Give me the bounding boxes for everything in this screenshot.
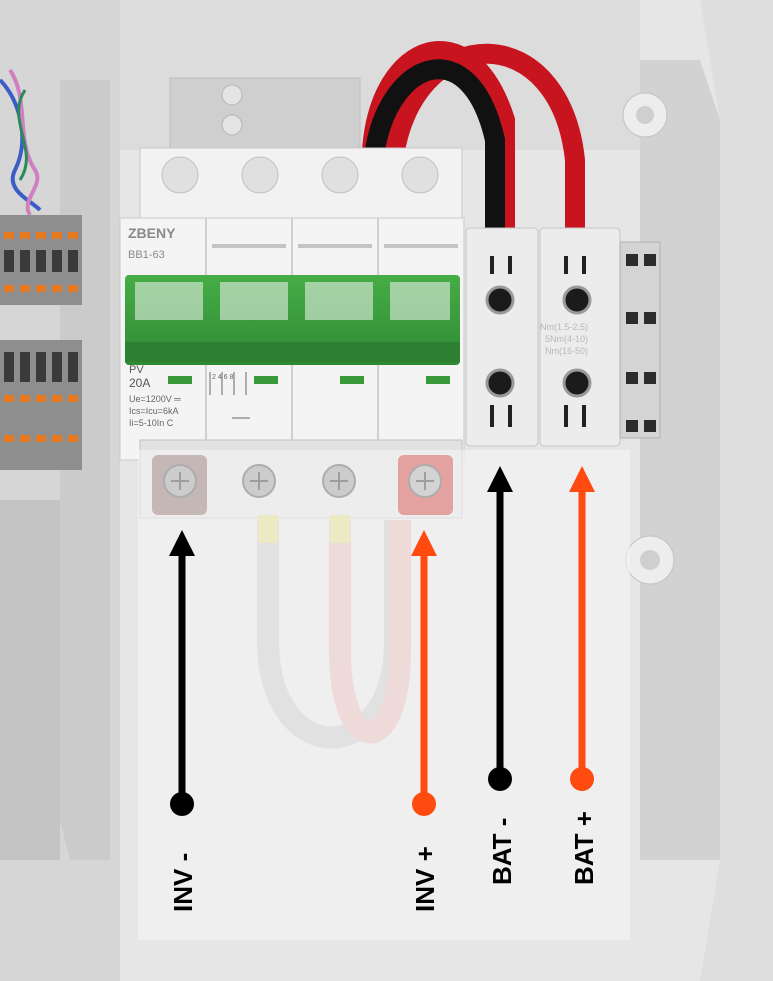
right-rail [640,60,720,860]
torque-spec-1: Nm(1.5-2.5) [540,322,588,332]
inv-minus-arrow [169,530,195,816]
indicator-window [426,376,450,384]
mounting-bracket [169,77,361,149]
terminal-slots [4,250,78,382]
bat-minus-label: BAT - [487,818,517,885]
terminal-levers [4,232,78,442]
bat-minus-terminal-block [465,227,539,447]
bracket-hole [221,114,243,136]
enclosure-right-wall [700,0,773,981]
inv-plus-arrow [411,530,437,816]
voltage-label: Ue=1200V ═ [129,394,181,404]
bat-plus-terminal-block [539,227,621,447]
screw-hole [636,106,654,124]
terminal-screw[interactable] [485,368,515,398]
brand-logo: ZBENY [128,225,176,241]
bracket-hole [221,84,243,106]
signal-wire [0,78,42,212]
right-terminal-slots [626,254,656,432]
indicator-window [340,376,364,384]
torque-spec-2: 5Nm(4-10) [545,334,588,344]
bat-minus-arrow [487,466,513,791]
inv-minus-label: INV - [168,853,198,912]
inv-plus-label: INV + [410,846,440,912]
rating-label: 20A [129,376,150,390]
indicator-window [168,376,192,384]
left-panel [0,500,60,860]
bat-plus-label: BAT + [569,811,599,885]
model-label: BB1-63 [128,249,165,261]
screw-hole [640,550,660,570]
torque-spec-3: Nm(16-50) [545,346,588,356]
red-cable-outer [385,43,585,242]
pin-numbers: 2 4 6 8 [212,374,234,381]
bat-plus-arrow [569,466,595,791]
signal-wire [17,89,28,181]
trip-class-label: Ii=5-10In C [129,418,174,428]
label-overlay [138,450,630,940]
indicator-window [254,376,278,384]
terminal-screw[interactable] [562,368,592,398]
breaking-capacity-label: Ics=Icu=6kA [129,406,179,416]
right-terminal-strip [619,241,661,439]
terminal-screw[interactable] [485,285,515,315]
schematic-symbol [209,372,250,419]
terminal-screw[interactable] [562,285,592,315]
type-label: PV [129,364,144,376]
black-battery-cable [365,59,505,242]
